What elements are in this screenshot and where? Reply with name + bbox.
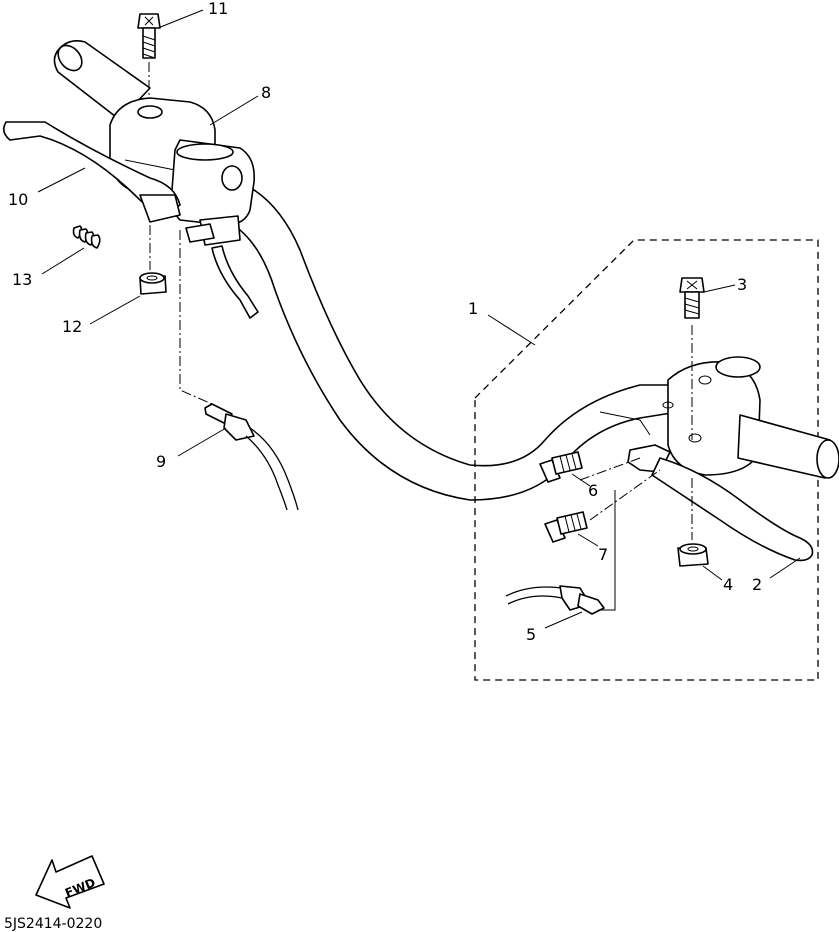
brake-lever: [2, 121, 181, 223]
bolt-3: [679, 277, 705, 319]
forward-arrow-icon: FWD: [35, 855, 105, 909]
right-grip: [737, 414, 839, 479]
master-cylinder-body: [170, 139, 256, 246]
switch-9: [204, 403, 299, 511]
switch-5: [505, 585, 605, 615]
callout-9: 9: [156, 452, 166, 471]
bolt-6: [539, 451, 583, 483]
callout-7: 7: [598, 545, 608, 564]
callout-13: 13: [12, 270, 32, 289]
centerline-bolt-7: [589, 469, 661, 521]
callout-4: 4: [723, 575, 733, 594]
callout-12: 12: [62, 317, 82, 336]
nut-12: [139, 272, 167, 295]
callout-1: 1: [468, 299, 478, 318]
callout-11: 11: [208, 0, 228, 18]
brake-hose-left: [211, 245, 259, 319]
spring-13: [72, 225, 101, 249]
bolt-11: [137, 13, 161, 59]
callout-10: 10: [8, 190, 28, 209]
drawing-code: 5JS2414-0220: [4, 916, 102, 932]
leader-lines: [37, 9, 801, 629]
lever-holder: [662, 356, 761, 476]
callout-8: 8: [261, 83, 271, 102]
holder-bracket-line: [599, 411, 651, 436]
bolt-7: [544, 511, 588, 543]
switch-5-bracket-line: [598, 490, 616, 611]
callout-2: 2: [752, 575, 762, 594]
centerline-switch-9: [179, 230, 213, 405]
callout-3: 3: [737, 275, 747, 294]
callout-5: 5: [526, 625, 536, 644]
callout-6: 6: [588, 481, 598, 500]
centerline-bolt-6: [579, 457, 641, 481]
nut-4: [677, 543, 709, 567]
left-grip: [53, 40, 151, 121]
